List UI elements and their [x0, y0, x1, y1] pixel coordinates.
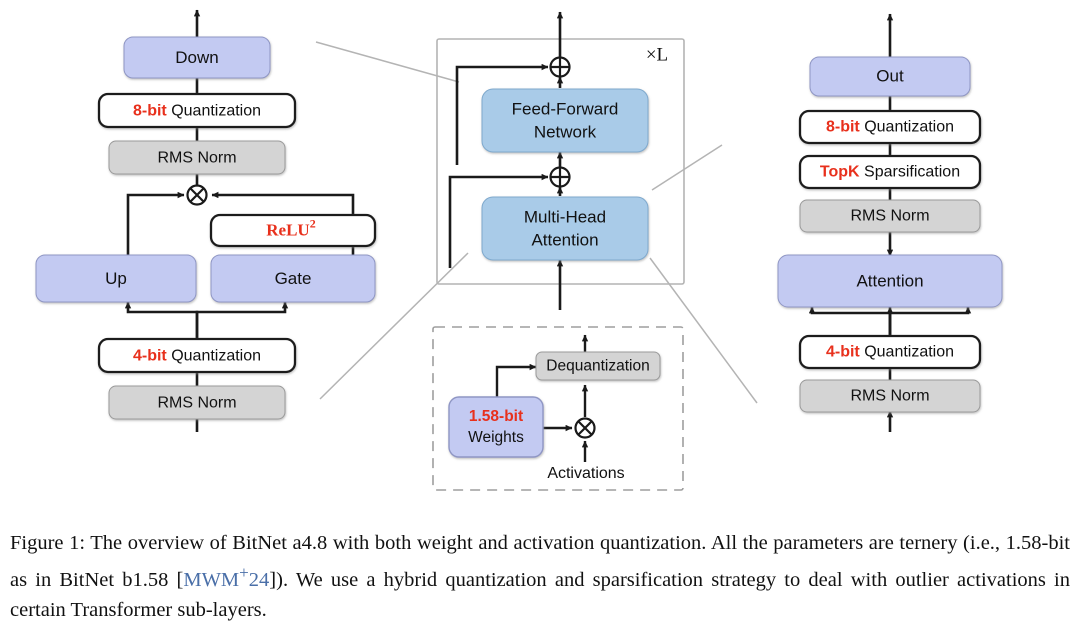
attn-box-quant4[interactable]: 4-bit Quantization	[798, 334, 982, 370]
attn-box-attention[interactable]: Attention	[777, 254, 1003, 308]
transformer-add-node-mha	[549, 166, 571, 188]
attn-topk-accent: TopK	[820, 164, 860, 181]
attn-quant8-accent: 8-bit	[826, 119, 860, 136]
attn-box-out-label: Out	[876, 66, 904, 85]
ffn-box-rmsnorm-top[interactable]: RMS Norm	[108, 140, 286, 175]
ffn-box-gate[interactable]: Gate	[210, 254, 376, 303]
figure-caption-citation[interactable]: MWM+24	[183, 563, 270, 591]
wire-quant4-to-attn-v	[888, 306, 972, 335]
figure-caption-part1: The overview of BitNet a4.8 with both we…	[10, 532, 1070, 591]
figure-caption-prefix: Figure 1:	[10, 532, 86, 554]
attn-box-attention-label: Attention	[856, 271, 923, 290]
wire-weights-to-dequant	[495, 363, 537, 397]
transformer-box-ffn-line2: Network	[534, 122, 597, 141]
attn-box-rmsnorm-bottom[interactable]: RMS Norm	[799, 379, 981, 413]
ffn-multiply-node	[186, 184, 208, 206]
citation-year: 24	[248, 568, 270, 591]
quant-box-weights-label: Weights	[468, 429, 524, 446]
transformer-box-ffn[interactable]: Feed-Forward Network	[481, 88, 649, 153]
transformer-box-mha[interactable]: Multi-Head Attention	[481, 196, 649, 261]
ffn-relu2-accent: ReLU	[266, 220, 309, 239]
ffn-quant8-accent: 8-bit	[133, 103, 167, 120]
transformer-repeat-label: ×L	[646, 44, 668, 65]
ffn-box-quant8[interactable]: 8-bit Quantization	[97, 92, 297, 129]
ffn-box-up[interactable]: Up	[35, 254, 197, 303]
connector-block-to-attention-top	[651, 144, 723, 191]
attention-panel: Out 8-bit Quantization TopK Sparsificati…	[777, 13, 1003, 432]
attn-box-rmsnorm-top-label: RMS Norm	[850, 208, 929, 225]
transformer-box-mha-line2: Attention	[531, 230, 598, 249]
ffn-quant4-accent: 4-bit	[133, 348, 167, 365]
attn-quant4-rest: Quantization	[860, 344, 954, 361]
ffn-quant4-rest: Quantization	[167, 348, 261, 365]
connector-ffn-to-block-top	[315, 41, 460, 83]
ffn-box-relu2[interactable]: ReLU2	[209, 213, 377, 248]
wire-residual-mha	[448, 173, 549, 268]
quant-box-weights-accent: 1.58-bit	[469, 408, 523, 425]
attn-box-quant8-label: 8-bit Quantization	[826, 119, 954, 136]
quant-box-dequantization[interactable]: Dequantization	[535, 351, 661, 381]
ffn-box-down-label: Down	[175, 48, 218, 67]
attn-box-topk-label: TopK Sparsification	[820, 164, 960, 181]
wire-residual-ffn	[455, 63, 549, 165]
quant-box-dequantization-label: Dequantization	[546, 358, 649, 375]
wire-up-to-mul	[126, 191, 185, 256]
ffn-box-down[interactable]: Down	[123, 36, 271, 79]
quant-box-weights[interactable]: 1.58-bit Weights	[448, 396, 544, 458]
attn-quant4-accent: 4-bit	[826, 344, 860, 361]
transformer-panel: ×L Feed-Forward Network Multi-Head Atten…	[436, 11, 685, 310]
ffn-box-quant4[interactable]: 4-bit Quantization	[97, 337, 297, 374]
ffn-panel: Down 8-bit Quantization RMS Norm ReLU2	[35, 9, 377, 432]
ffn-box-rmsnorm-top-label: RMS Norm	[157, 150, 236, 167]
attn-box-rmsnorm-bottom-label: RMS Norm	[850, 388, 929, 405]
citation-key: MWM	[183, 568, 240, 591]
ffn-box-gate-label: Gate	[275, 269, 312, 288]
ffn-relu2-superscript: 2	[310, 216, 316, 230]
ffn-box-relu2-label: ReLU2	[266, 216, 315, 239]
connector-block-to-attention-bottom	[649, 257, 758, 404]
quantization-panel-border	[432, 326, 684, 491]
transformer-box-mha-line1: Multi-Head	[524, 207, 606, 226]
quant-multiply-node	[574, 417, 596, 439]
connector-ffn-to-block-bottom	[319, 252, 469, 400]
wire-quant4-to-attn-q	[808, 306, 892, 335]
wire-quant4-to-up	[124, 301, 199, 338]
architecture-diagram: Down 8-bit Quantization RMS Norm ReLU2	[35, 9, 1003, 491]
attn-box-rmsnorm-top[interactable]: RMS Norm	[799, 199, 981, 233]
transformer-add-node-ffn	[549, 56, 571, 78]
wire-quant4-to-gate	[195, 301, 289, 338]
ffn-box-rmsnorm-bottom[interactable]: RMS Norm	[108, 385, 286, 420]
transformer-box-ffn-line1: Feed-Forward	[512, 99, 619, 118]
attn-quant8-rest: Quantization	[860, 119, 954, 136]
ffn-box-rmsnorm-bottom-label: RMS Norm	[157, 395, 236, 412]
ffn-quant8-rest: Quantization	[167, 103, 261, 120]
attn-box-quant8[interactable]: 8-bit Quantization	[798, 109, 982, 145]
panel-connector-lines	[315, 41, 758, 404]
ffn-box-quant4-label: 4-bit Quantization	[133, 348, 261, 365]
ffn-box-quant8-label: 8-bit Quantization	[133, 103, 261, 120]
attn-box-topk[interactable]: TopK Sparsification	[798, 154, 982, 190]
attn-box-out[interactable]: Out	[809, 56, 971, 97]
quantization-panel: Dequantization 1.58-bit Weights Activati…	[432, 326, 684, 491]
quant-activations-label: Activations	[547, 465, 624, 482]
attn-topk-rest: Sparsification	[860, 164, 961, 181]
figure-caption-part2: ]). We use a hybrid quantization and spa…	[10, 568, 1070, 621]
citation-plus: +	[239, 563, 249, 582]
ffn-box-up-label: Up	[105, 269, 127, 288]
figure-caption: Figure 1: The overview of BitNet a4.8 wi…	[10, 528, 1070, 625]
wire-relu-to-mul	[211, 191, 355, 215]
attn-box-quant4-label: 4-bit Quantization	[826, 344, 954, 361]
